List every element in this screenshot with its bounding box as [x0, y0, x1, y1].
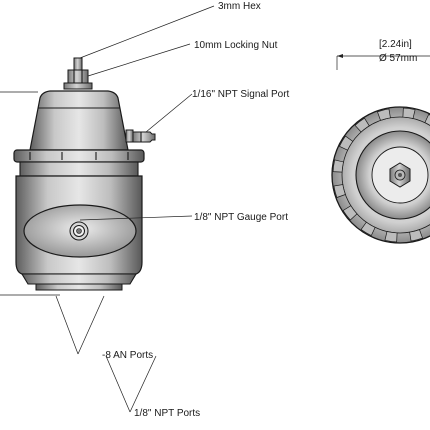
castellation-notch — [333, 184, 346, 198]
castellation-notch — [360, 221, 376, 237]
castellation-notch — [332, 159, 344, 173]
label-an-ports: -8 AN Ports — [102, 350, 153, 361]
label-npt-ports: 1/8" NPT Ports — [134, 408, 200, 419]
top-castellations — [332, 107, 430, 243]
castellation-notch — [342, 205, 358, 221]
locking-nut — [67, 69, 89, 84]
regulator-cap — [29, 90, 129, 151]
leader-lines — [55, 5, 215, 413]
side-view — [0, 57, 156, 296]
castellation-notch — [354, 117, 370, 133]
signal-port-barb — [125, 129, 156, 143]
label-hex: 3mm Hex — [218, 1, 261, 12]
castellation-notch — [384, 231, 398, 243]
label-signal-port: 1/16" NPT Signal Port — [192, 89, 290, 100]
castellation-notch — [409, 229, 423, 242]
top-view — [331, 54, 430, 244]
castellation-notch — [402, 107, 416, 119]
gauge-port — [69, 221, 89, 241]
castellation-notch — [377, 108, 391, 121]
label-locking-nut: 10mm Locking Nut — [194, 40, 278, 51]
castellation-notch — [338, 135, 354, 151]
dimension-inches: [2.24in] — [379, 39, 412, 50]
label-gauge-port: 1/8" NPT Gauge Port — [194, 212, 288, 223]
clamp-ring — [13, 149, 145, 163]
dimension-mm: Ø 57mm — [379, 53, 417, 64]
